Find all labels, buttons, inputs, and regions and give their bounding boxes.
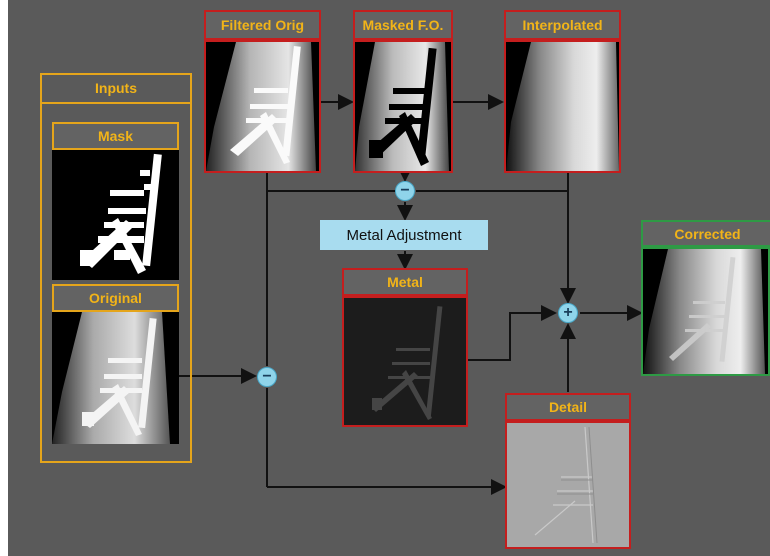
detail-label: Detail [505,393,631,421]
detail-image [505,421,631,549]
corrected-label: Corrected [641,220,770,247]
add-operator: + [558,303,578,323]
metal-label: Metal [342,268,468,296]
masked-fo-label: Masked F.O. [353,10,453,40]
subtract-operator-left: − [257,367,277,387]
metal-image [342,296,468,427]
mask-image [52,150,179,280]
metal-adjustment-box: Metal Adjustment [320,220,488,250]
original-image [52,312,179,444]
original-label: Original [52,284,179,312]
subtract-operator-top: − [395,181,415,201]
interpolated-image [504,40,621,173]
masked-fo-image [353,40,453,173]
corrected-image [641,247,770,376]
filtered-orig-label: Filtered Orig [204,10,321,40]
interpolated-label: Interpolated [504,10,621,40]
filtered-orig-image [204,40,321,173]
inputs-label: Inputs [40,73,192,104]
arrow-metal-to-plus [468,313,555,360]
mask-label: Mask [52,122,179,150]
